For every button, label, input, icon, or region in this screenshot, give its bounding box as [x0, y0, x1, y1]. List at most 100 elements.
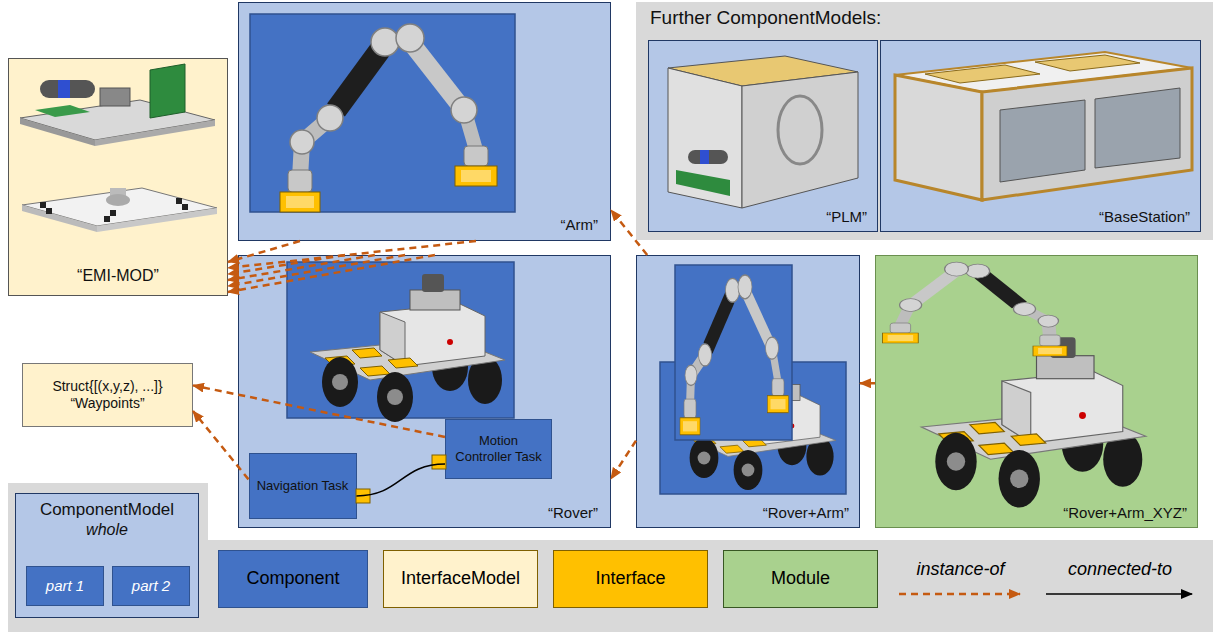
plm-figure [668, 56, 858, 208]
connected-to-sample [1046, 593, 1192, 595]
arm-figure [250, 14, 515, 212]
base-station-figure-part [1000, 100, 1085, 182]
plm-figure-part [688, 150, 728, 164]
rover-arm-figure-part [680, 275, 789, 435]
emi-mod-figure-part [97, 208, 217, 232]
legend-label: connected-to [1068, 559, 1172, 581]
emi-mod-figure-part [22, 205, 97, 232]
rover-arm-figure [660, 265, 846, 494]
legend-label: Interface [595, 568, 665, 590]
instance-of-arrow [611, 210, 647, 255]
node-label: “BaseStation” [1099, 208, 1190, 226]
legend-label: instance-of [916, 559, 1004, 581]
base-station-figure-part [895, 75, 982, 200]
emi-mod-figure-part [46, 208, 52, 214]
part-box: part 1 [26, 566, 104, 606]
plm-figure-part [742, 72, 858, 208]
base-station-figure-part [1035, 55, 1140, 71]
node-label: ComponentModel [40, 500, 174, 520]
component-model-box: “Rover” Motion Controller TaskNavigation … [238, 255, 611, 528]
emi-mod-figure-part [106, 194, 130, 206]
emi-mod-figure-part [22, 188, 217, 226]
base-station-figure-part [982, 68, 1192, 200]
node-label: “Rover+Arm_XYZ” [1063, 504, 1187, 522]
node-label: Navigation Task [257, 478, 349, 494]
emi-mod-figure-part [110, 210, 116, 216]
module-figure-part [922, 337, 1146, 507]
component-model-box: “PLM” [648, 40, 878, 232]
emi-mod-figure-part [35, 105, 90, 117]
instance-of-sample [899, 593, 1020, 596]
legend-entry: instance-of [893, 552, 1028, 610]
rover-figure-part [310, 274, 505, 422]
rover-figure [287, 262, 514, 503]
legend-entry: connected-to [1040, 552, 1200, 610]
legend-swatch: Module [723, 550, 878, 608]
instance-of-arrow [228, 241, 300, 262]
component-model-box: “Rover+Arm” [636, 255, 860, 528]
node-sublabel: whole [86, 520, 128, 539]
instance-of-arrow [228, 241, 476, 268]
instance-of-arrow [193, 411, 249, 479]
rover-figure-part [287, 262, 514, 418]
emi-mod-figure-part [176, 198, 182, 204]
legend-component-model-box: ComponentModelwhole part 1 part 2 [15, 493, 199, 618]
emi-mod-figure-part [100, 88, 130, 106]
plm-figure-part [676, 170, 730, 196]
rover-arm-figure-part [680, 372, 836, 490]
node-label: Further ComponentModels: [650, 7, 881, 30]
task-box: Motion Controller Task [445, 419, 552, 479]
node-label: part 2 [132, 577, 170, 595]
rover-arm-figure-part [660, 362, 846, 494]
instance-of-arrow [228, 255, 375, 280]
legend-label: Component [246, 568, 339, 590]
emi-mod-figure-part [95, 120, 215, 146]
plm-figure-part [778, 96, 822, 164]
emi-mod-figure-part [40, 202, 46, 208]
emi-mod-figure-part [58, 80, 70, 98]
instance-of-arrow [860, 382, 875, 385]
part-box: part 2 [112, 566, 190, 606]
node-label: part 1 [46, 577, 84, 595]
arm-figure-part [250, 14, 515, 212]
legend-swatch: InterfaceModel [383, 550, 538, 608]
arm-figure-part [280, 24, 497, 212]
plm-figure-part [668, 68, 742, 208]
emi-mod-figure-part [104, 216, 110, 222]
base-station-figure-part [925, 65, 1040, 83]
base-station-figure-part [1095, 88, 1180, 168]
module-figure [883, 262, 1146, 508]
group-panel: Further ComponentModels: “PLM” “BaseStatio… [636, 2, 1213, 240]
instance-of-arrow [611, 441, 636, 479]
interface-model-box: Struct{[(x,y,z), ...]}“Waypoints” [22, 363, 193, 427]
node-label: “Rover+Arm” [763, 504, 849, 522]
rover-figure-part [432, 455, 446, 469]
instance-of-arrow [193, 385, 445, 437]
emi-mod-figure-part [110, 188, 126, 200]
emi-mod-figure-part [20, 100, 215, 140]
node-label: Struct{[(x,y,z), ...]} [52, 378, 162, 395]
emi-mod-figure-part [150, 64, 185, 118]
legend-label: InterfaceModel [401, 568, 520, 590]
rover-arm-figure-part [675, 265, 792, 440]
instance-of-arrow [228, 255, 435, 292]
module-figure-part [883, 262, 1067, 356]
node-label: “Rover” [548, 504, 598, 522]
instance-of-arrow [228, 255, 405, 286]
node-label: “PLM” [826, 208, 867, 226]
legend-swatch: Interface [553, 550, 708, 608]
legend-line-sample [893, 585, 1028, 603]
plm-figure-part [668, 56, 858, 86]
legend-line-sample [1040, 585, 1200, 603]
component-model-box: “Arm” [238, 2, 611, 241]
node-sublabel: “Waypoints” [70, 395, 144, 412]
task-box: Navigation Task [249, 453, 357, 519]
connected-to-line [357, 464, 446, 496]
emi-mod-figure-part [20, 118, 95, 146]
instance-of-arrow [228, 255, 345, 274]
legend-swatch: Component [218, 550, 368, 608]
interface-model-box: “EMI-MOD” [8, 58, 228, 296]
